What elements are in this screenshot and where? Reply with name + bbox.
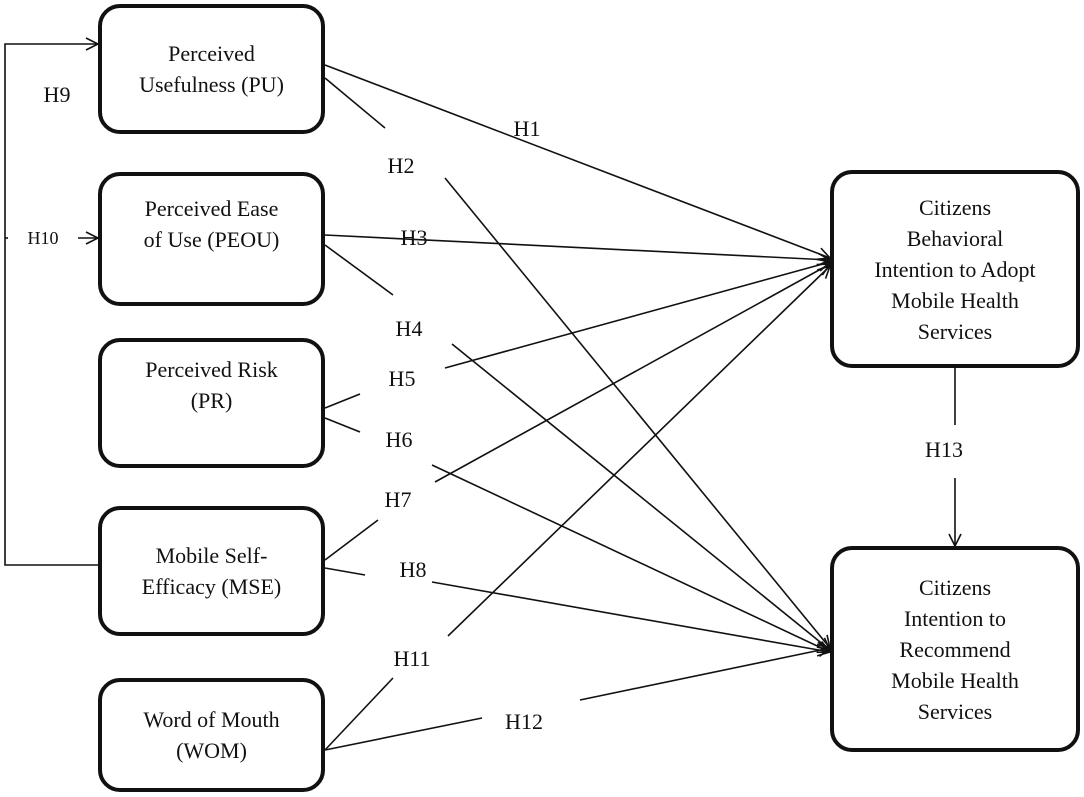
node-label-line: Perceived Risk	[145, 357, 278, 382]
edge-h3	[324, 234, 830, 260]
node-label-line: (WOM)	[176, 738, 247, 763]
edge-h8b	[431, 581, 830, 652]
edge-h11	[324, 677, 394, 751]
node-label-line: of Use (PEOU)	[143, 227, 280, 252]
edge-h11b	[447, 266, 830, 637]
node-label-line: Services	[917, 318, 993, 344]
label-h12: H12	[504, 709, 544, 734]
node-perceived-ease-of-use: Perceived Ease of Use (PEOU)	[98, 172, 325, 306]
label-h2: H2	[386, 153, 416, 178]
edge-h2b	[444, 177, 830, 648]
label-h7: H7	[383, 487, 413, 512]
node-label-line: Citizens	[918, 194, 992, 220]
edge-h4	[324, 244, 394, 296]
edge-h9	[4, 44, 98, 566]
edge-h6	[324, 417, 361, 433]
node-label-line: Mobile Self-	[155, 543, 268, 568]
node-label-line: Efficacy (MSE)	[141, 574, 282, 599]
edge-h4b	[451, 343, 830, 650]
label-h5: H5	[387, 366, 417, 391]
edge-h5	[324, 393, 361, 409]
node-intention-to-recommend: Citizens Intention to Recommend Mobile H…	[830, 546, 1080, 752]
label-h9: H9	[42, 82, 72, 107]
edge-h7	[324, 519, 379, 561]
edge-h5b	[444, 262, 830, 369]
node-label-line: Perceived Ease	[144, 196, 279, 221]
node-behavioral-intention: Citizens Behavioral Intention to Adopt M…	[830, 170, 1080, 368]
node-label-line: Services	[917, 698, 993, 724]
node-label-line: Perceived	[168, 41, 255, 66]
edge-h7b	[434, 264, 830, 483]
node-label-line: Mobile Health	[891, 667, 1019, 693]
node-perceived-usefulness: Perceived Usefulness (PU)	[98, 4, 325, 134]
node-word-of-mouth: Word of Mouth (WOM)	[98, 678, 325, 792]
node-perceived-risk: Perceived Risk (PR)	[98, 338, 325, 468]
label-h11: H11	[392, 646, 432, 671]
edge-h1	[324, 64, 830, 258]
label-h6: H6	[384, 427, 414, 452]
node-label-line: Behavioral	[906, 225, 1004, 251]
edge-h8	[324, 567, 366, 576]
label-h8: H8	[398, 557, 428, 582]
node-label-line: Mobile Health	[891, 287, 1019, 313]
node-mobile-self-efficacy: Mobile Self- Efficacy (MSE)	[98, 506, 325, 636]
node-label-line: Word of Mouth	[143, 707, 280, 732]
edge-h12b	[579, 648, 830, 701]
edge-h12	[324, 717, 483, 751]
node-label-line: (PR)	[190, 388, 233, 413]
label-h3: H3	[400, 225, 428, 250]
node-label-line: Citizens	[918, 574, 992, 600]
node-label-line: Intention to	[903, 605, 1007, 631]
label-h4: H4	[394, 316, 424, 341]
label-h1: H1	[513, 116, 541, 141]
node-label-line: Recommend	[899, 636, 1011, 662]
node-label-line: Intention to Adopt	[874, 256, 1036, 282]
label-h13: H13	[924, 437, 964, 462]
edge-h6b	[431, 464, 830, 652]
node-label-line: Usefulness (PU)	[139, 72, 284, 97]
label-h10: H10	[26, 226, 60, 250]
edge-h2	[324, 77, 386, 129]
